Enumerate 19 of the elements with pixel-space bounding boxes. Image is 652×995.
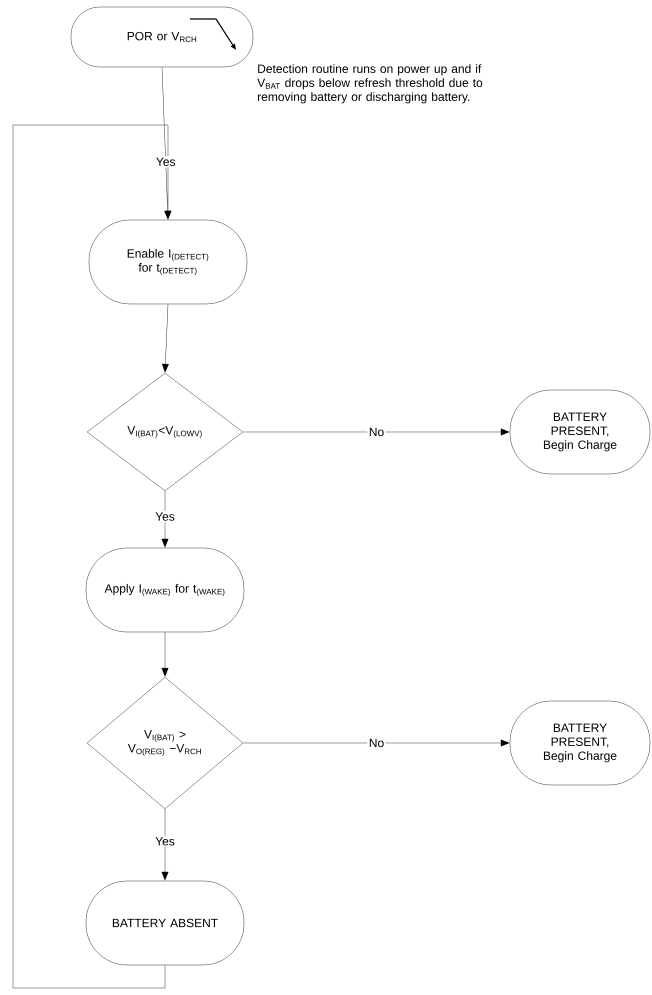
edge-label: No [367,737,386,749]
terminal-box: BATTERY ABSENT [86,880,244,966]
edge-label: Yes [154,836,176,848]
note: Detection routine runs on power up and if V$_{BAT}$ drops below refresh threshold due to removing battery or discharging battery. [257,64,482,104]
arrow [162,304,169,373]
terminal-box: Apply I$_{(WAKE)}$ for t$_{(WAKE)}$ [86,548,244,632]
arrow [243,740,510,746]
edge-label: Yes [154,510,176,522]
edge-label: Yes [154,156,177,168]
arrow [162,490,168,548]
arrow [12,124,172,988]
arrow [243,428,510,436]
edge-label: No [367,426,386,438]
terminal-box: BATTERY PRESENT, Begin Charge [510,700,650,786]
arrow [162,808,168,880]
terminal-box: POR or V$_{RCH}$ [70,6,254,68]
terminal-box: Enable I$_{(DETECT)}$ for t$_{(DETECT)}$ [88,220,248,304]
arrow [162,632,168,677]
terminal-box: BATTERY PRESENT, Begin Charge [510,390,650,474]
